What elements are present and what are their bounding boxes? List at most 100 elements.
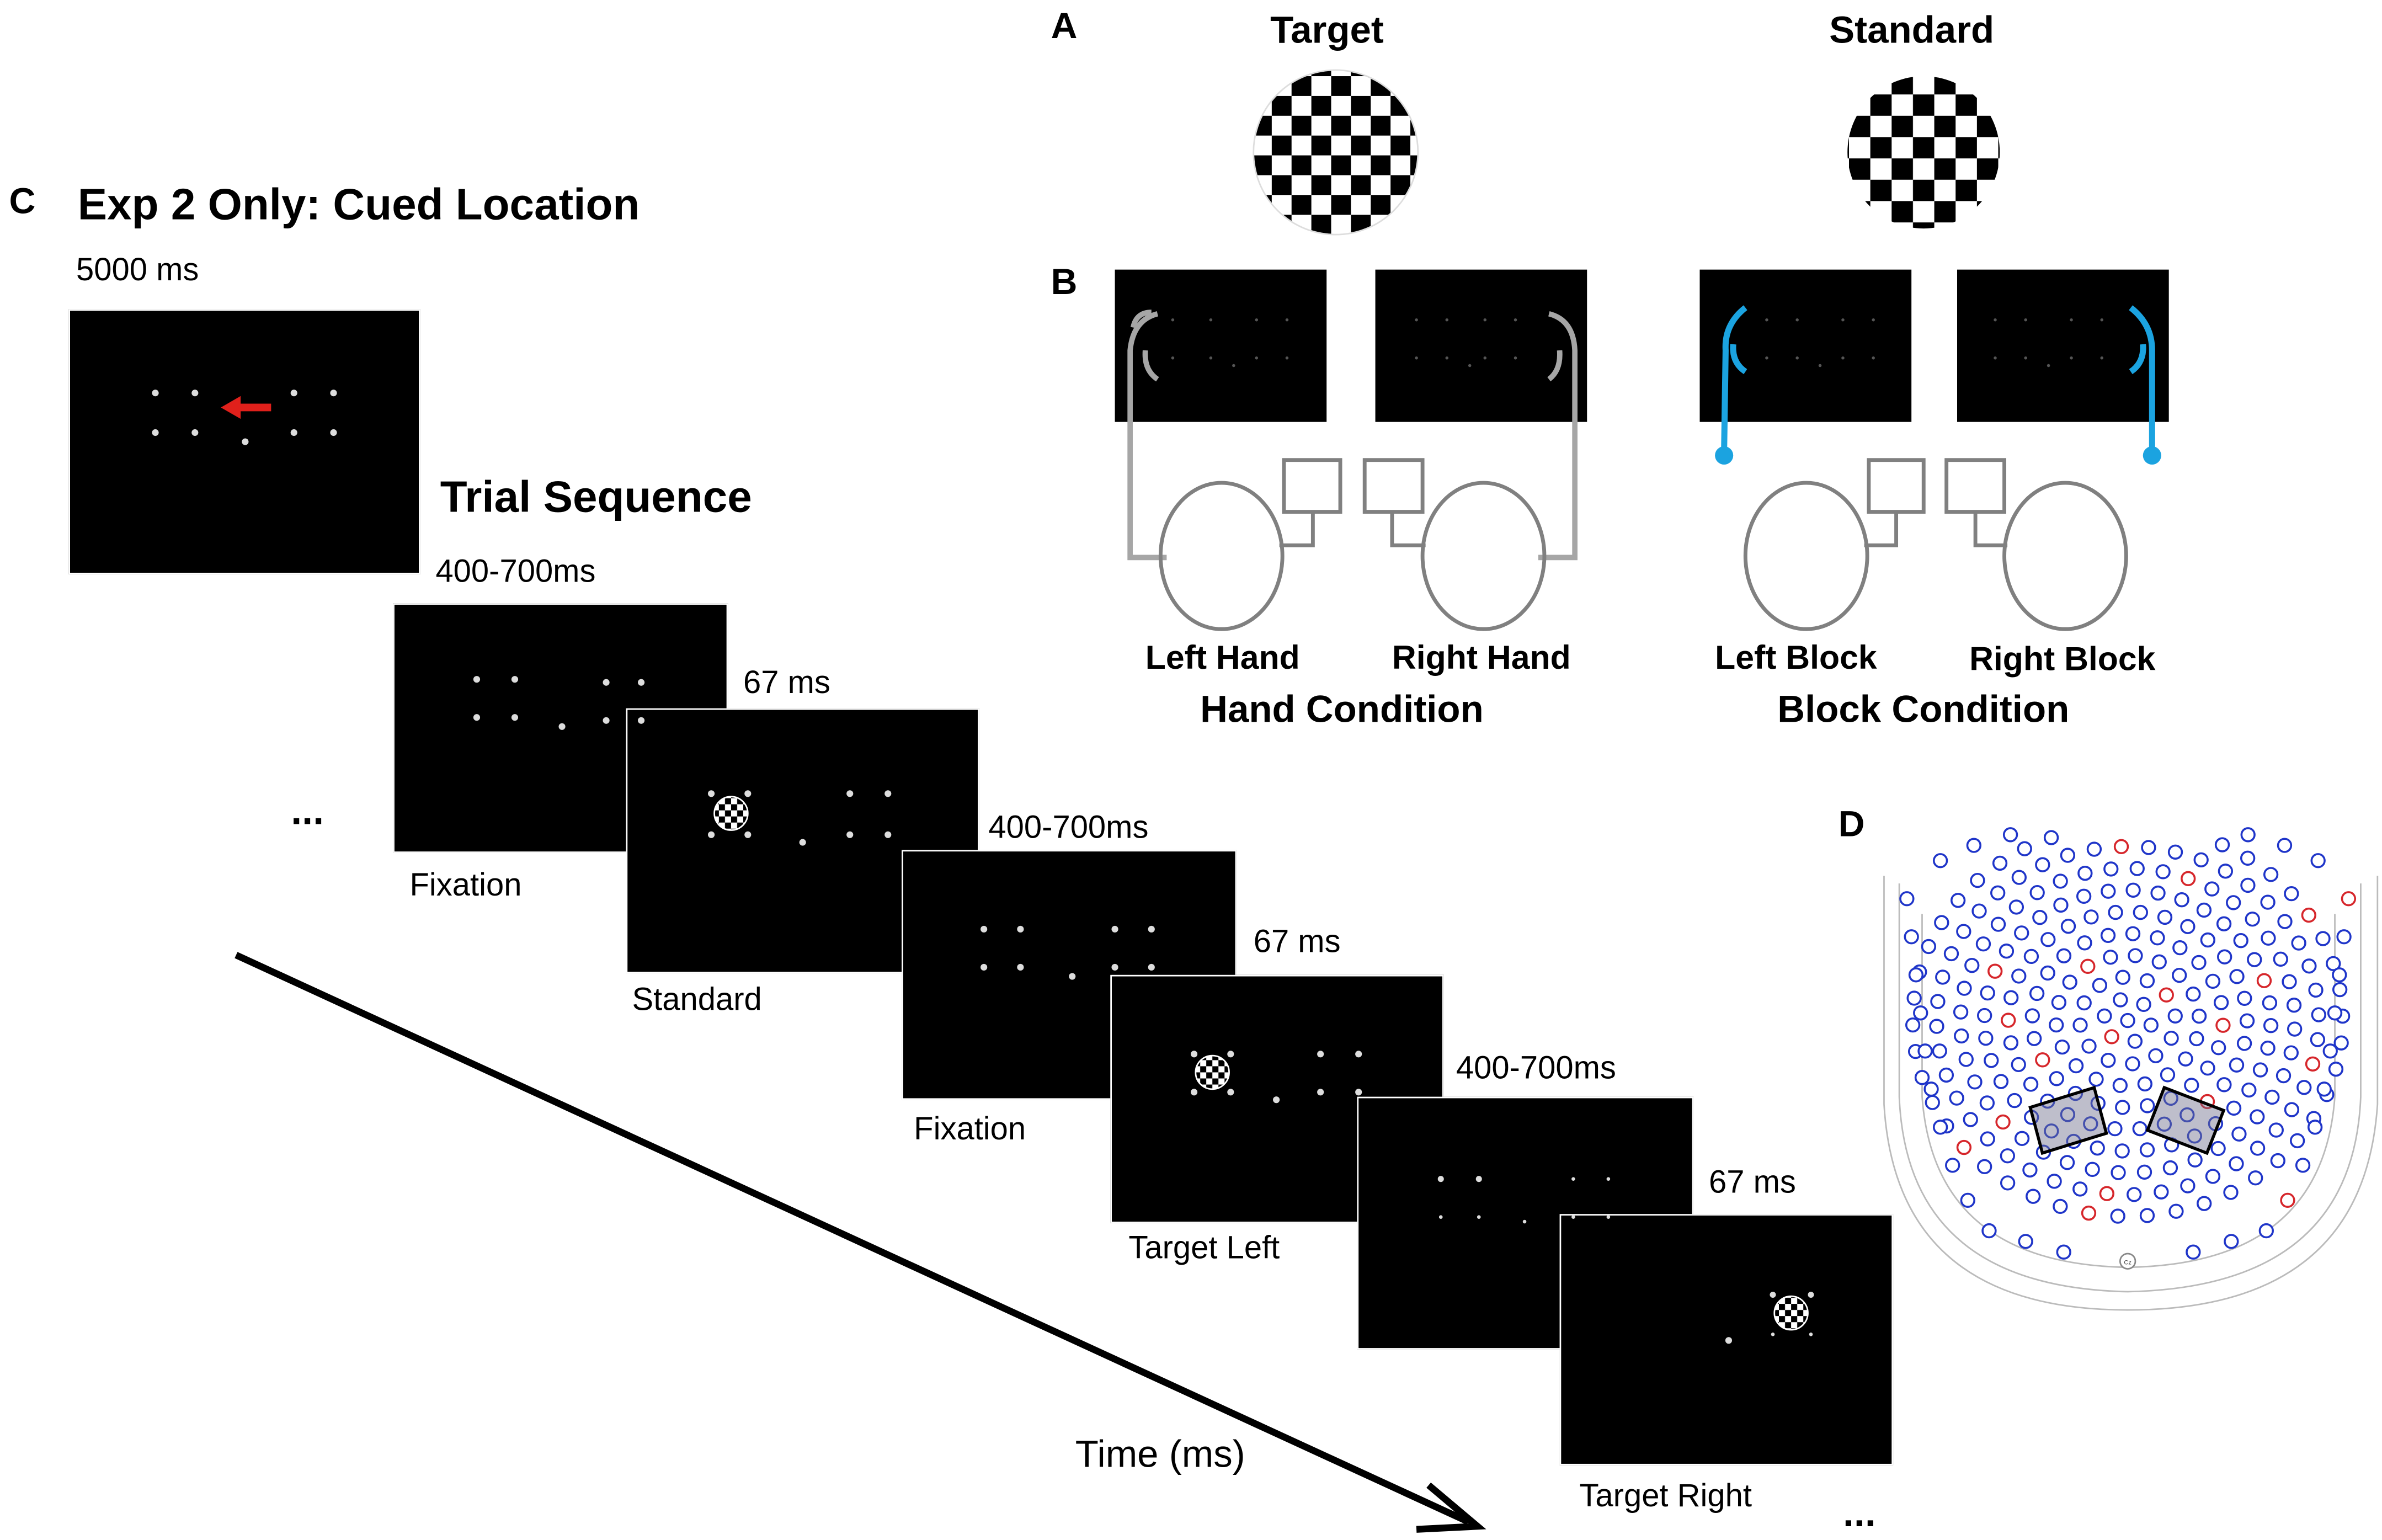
electrode <box>2003 1035 2019 1051</box>
electrode <box>2120 1013 2135 1029</box>
electrode <box>1970 872 1985 888</box>
electrode <box>2258 1223 2274 1239</box>
electrode <box>2226 1100 2242 1116</box>
electrode <box>2216 1077 2232 1093</box>
electrode <box>2326 956 2341 972</box>
electrode <box>1921 939 1937 955</box>
electrode <box>2291 935 2306 951</box>
electrode <box>2301 907 2317 923</box>
electrode <box>2002 827 2018 843</box>
electrode <box>2263 1018 2279 1033</box>
electrode <box>2127 1187 2142 1202</box>
electrode <box>2022 1162 2038 1178</box>
target-right-dots <box>1725 1291 1814 1344</box>
electrode <box>2191 955 2207 971</box>
electrode <box>2136 997 2151 1013</box>
electrode <box>1932 1043 1947 1059</box>
electrode <box>2341 891 2357 907</box>
electrode <box>2250 1109 2265 1125</box>
cue-fixation-dots <box>152 390 337 445</box>
electrode <box>1964 958 1980 973</box>
electrode <box>2143 1017 2159 1033</box>
step-6-label: Target Right <box>1579 1479 1752 1515</box>
electrode <box>2284 1102 2300 1117</box>
electrode <box>1981 1223 1997 1239</box>
step-4-label: Target Left <box>1128 1230 1280 1266</box>
electrode <box>1957 981 1972 996</box>
step-2-duration: 67 ms <box>743 665 830 701</box>
electrode <box>2336 929 2352 945</box>
electrode <box>2240 877 2256 893</box>
electrode <box>2167 1008 2183 1024</box>
electrode <box>2250 1141 2266 1156</box>
electrode <box>2060 848 2076 863</box>
electrode <box>1929 1019 1944 1034</box>
fixation-2-dots <box>980 925 1155 980</box>
electrode <box>1992 855 2008 871</box>
target-checkerboard <box>1253 69 1419 236</box>
electrode <box>2196 902 2212 918</box>
electrode <box>1980 1131 1995 1147</box>
electrode <box>2040 965 2055 981</box>
electrode <box>1932 853 1948 868</box>
electrode <box>2210 1141 2226 1157</box>
electrode <box>2167 844 2183 860</box>
electrode <box>2151 954 2167 969</box>
step-3-label: Fixation <box>914 1112 1026 1147</box>
electrode <box>2268 1122 2284 1138</box>
electrode <box>2286 998 2302 1013</box>
electrode <box>1971 903 1987 919</box>
electrode <box>2310 1032 2326 1047</box>
cue-arrow-icon <box>221 396 271 419</box>
left-hand-head <box>1158 481 1285 631</box>
electrode <box>1949 1090 1964 1106</box>
electrode <box>2083 909 2099 925</box>
electrode <box>2081 1205 2097 1221</box>
electrode <box>1990 885 2006 900</box>
electrode <box>2229 1057 2245 1073</box>
electrode <box>2053 1198 2068 1214</box>
electrode <box>2200 1061 2215 1076</box>
electrode <box>2100 928 2116 943</box>
electrode <box>2154 1184 2169 1200</box>
electrode <box>1932 1120 1948 1135</box>
ellipsis-start: ... <box>291 787 324 834</box>
right-block-figure <box>2129 305 2155 451</box>
electrode <box>2035 857 2050 872</box>
electrode <box>1956 924 1971 939</box>
target-label: Target <box>1270 9 1384 52</box>
fixation-1-dots <box>473 676 645 730</box>
electrode <box>2150 930 2165 946</box>
block-condition-label: Block Condition <box>1777 688 2070 732</box>
electrode <box>2068 1058 2084 1074</box>
right-block-monitor-link <box>1944 458 2008 547</box>
step-6-duration: 67 ms <box>1709 1165 1796 1201</box>
electrode <box>2032 910 2048 925</box>
electrode <box>2139 1142 2155 1158</box>
electrode <box>2157 909 2173 925</box>
electrode <box>2113 992 2128 1008</box>
electrode <box>2200 932 2215 948</box>
electrode <box>2054 1039 2070 1055</box>
electrode <box>1953 1004 1969 1020</box>
electrode <box>2180 1178 2196 1193</box>
electrode <box>1950 893 1966 908</box>
panel-a-letter: A <box>1051 6 1078 47</box>
electrode <box>2245 912 2260 927</box>
electrode <box>2218 864 2234 879</box>
electrode <box>2112 1078 2128 1093</box>
electrode <box>2229 969 2245 984</box>
electrode <box>2287 1021 2303 1037</box>
electrode <box>2086 841 2102 857</box>
electrode <box>1984 1053 1999 1068</box>
electrode <box>2076 888 2092 904</box>
electrode <box>2049 1071 2064 1086</box>
electrode <box>2129 861 2145 876</box>
electrode <box>1943 946 1959 962</box>
electrode <box>2261 930 2276 946</box>
electrode <box>2113 839 2129 855</box>
left-hand-label: Left Hand <box>1145 638 1300 676</box>
electrode <box>2056 1244 2071 1260</box>
electrode <box>1914 1070 1930 1085</box>
